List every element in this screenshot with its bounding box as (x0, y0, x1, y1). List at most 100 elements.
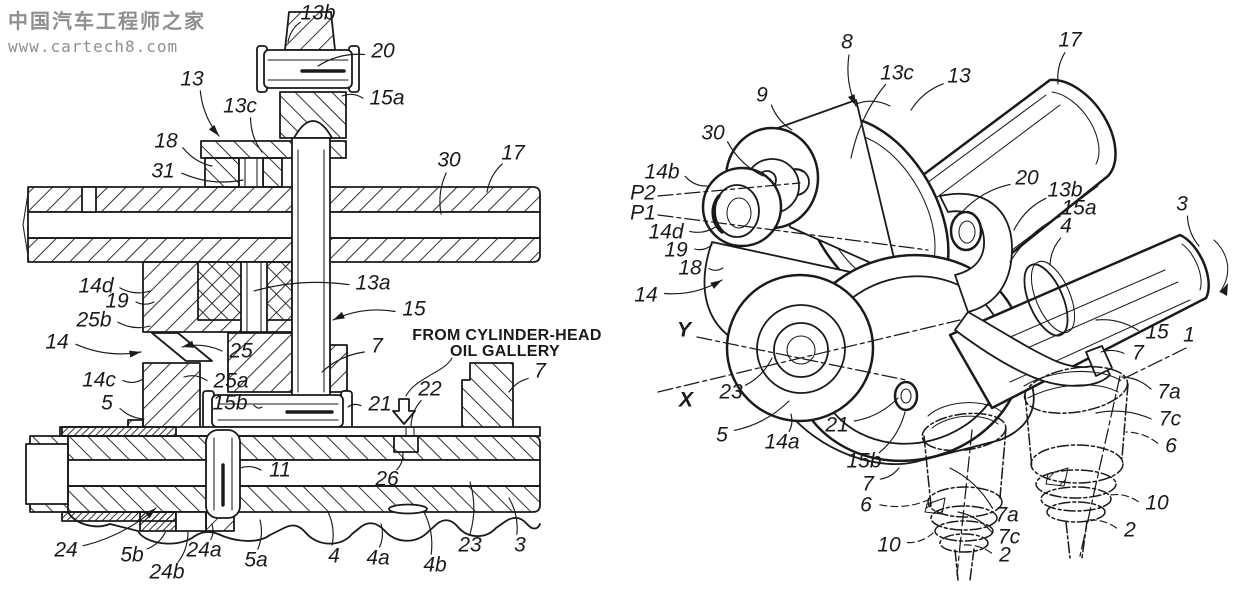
svg-text:31: 31 (151, 160, 174, 183)
part-label-14a: 14a (764, 413, 800, 454)
svg-text:14: 14 (45, 331, 68, 354)
part-label-7: 7 (321, 335, 384, 373)
svg-text:7: 7 (862, 473, 875, 496)
part-label-24a: 24a (185, 523, 222, 562)
part-label-17: 17 (1057, 29, 1083, 85)
part-label-14d: 14d (648, 221, 718, 244)
part-label-8: 8 (841, 31, 857, 107)
svg-text:7c: 7c (1159, 408, 1182, 431)
part-label-21: 21 (824, 397, 899, 437)
svg-text:17: 17 (1058, 29, 1083, 52)
svg-text:24: 24 (53, 539, 77, 562)
svg-text:6: 6 (860, 494, 872, 517)
rocker-shaft-section (22, 186, 541, 263)
part-label-13c: 13c (850, 62, 914, 159)
svg-text:15: 15 (1145, 321, 1169, 344)
part-label-P1: P1 (630, 202, 656, 225)
svg-text:13b: 13b (300, 2, 335, 25)
part-label-4: 4 (1049, 215, 1072, 266)
part-label-23: 23 (457, 481, 482, 557)
part-label-30: 30 (437, 149, 461, 215)
part-label-23: 23 (718, 357, 773, 404)
part-label-24: 24 (53, 507, 157, 562)
part-label-15: 15 (1095, 319, 1169, 344)
svg-text:6: 6 (1165, 435, 1177, 458)
svg-text:10: 10 (877, 534, 901, 557)
part-label-14d: 14d (78, 275, 151, 298)
part-label-7a: 7a (949, 467, 1019, 527)
svg-text:25: 25 (228, 340, 253, 363)
svg-text:17: 17 (501, 142, 526, 165)
svg-text:22: 22 (417, 378, 442, 401)
svg-text:10: 10 (1145, 492, 1169, 515)
part-label-13: 13 (180, 68, 220, 137)
svg-text:X: X (678, 389, 695, 412)
svg-text:7: 7 (371, 335, 384, 358)
svg-text:15b: 15b (212, 392, 247, 415)
part-label-10: 10 (1109, 492, 1169, 515)
watermark-site-url: www.cartech8.com (8, 37, 179, 56)
part-label-13b: 13b (287, 2, 336, 43)
svg-text:4b: 4b (423, 554, 447, 577)
lower-pin-assembly (202, 390, 353, 432)
part-label-25a: 25a (183, 370, 249, 393)
part-label-13b: 13b (1013, 179, 1083, 231)
svg-text:7c: 7c (998, 526, 1021, 549)
svg-text:20: 20 (1014, 167, 1039, 190)
svg-text:14a: 14a (764, 431, 799, 454)
svg-text:13: 13 (947, 65, 971, 88)
svg-text:19: 19 (105, 290, 129, 313)
part-label-14c: 14c (82, 369, 144, 392)
svg-text:4: 4 (328, 545, 340, 568)
svg-text:24b: 24b (148, 561, 184, 584)
part-label-17: 17 (486, 142, 526, 193)
svg-text:13b: 13b (1047, 179, 1082, 202)
part-label-2: 2 (962, 544, 1011, 567)
part-label-15: 15 (332, 298, 426, 321)
part-label-5a: 5a (244, 519, 268, 572)
svg-text:7: 7 (534, 360, 547, 383)
svg-text:24a: 24a (185, 539, 221, 562)
svg-text:7: 7 (1132, 342, 1145, 365)
part-label-13a: 13a (253, 272, 391, 295)
part-label-20: 20 (961, 167, 1039, 213)
svg-text:14d: 14d (648, 221, 684, 244)
svg-text:3: 3 (514, 534, 526, 557)
svg-text:11: 11 (269, 459, 291, 482)
part-label-19: 19 (105, 290, 155, 313)
part-label-2: 2 (1087, 519, 1136, 542)
watermark-site-name: 中国汽车工程师之家 (8, 9, 206, 33)
part-label-5: 5 (716, 400, 790, 447)
svg-text:Y: Y (677, 319, 693, 342)
svg-text:30: 30 (437, 149, 461, 172)
part-label-7c: 7c (1095, 408, 1182, 431)
svg-text:3: 3 (1176, 193, 1188, 216)
part-label-26: 26 (374, 452, 404, 491)
bolt-shank (291, 137, 331, 399)
part-label-15b: 15b (846, 411, 906, 473)
part-label-14: 14 (45, 331, 142, 358)
svg-text:7a: 7a (1157, 381, 1180, 404)
part-label-19: 19 (664, 239, 713, 262)
svg-text:13: 13 (180, 68, 204, 91)
svg-text:21: 21 (824, 414, 848, 437)
part-label-P2: P2 (630, 182, 656, 205)
svg-text:30: 30 (701, 122, 725, 145)
svg-text:14b: 14b (644, 161, 679, 184)
svg-text:26: 26 (374, 468, 399, 491)
svg-text:25a: 25a (212, 370, 248, 393)
part-label-25b: 25b (75, 309, 151, 332)
svg-text:1: 1 (1183, 324, 1195, 347)
figure-left-cross-section: FROM CYLINDER-HEAD OIL GALLERY 13b2015a1… (22, 2, 601, 584)
part-label-7c: 7c (957, 511, 1021, 549)
part-label-31: 31 (151, 160, 244, 183)
camshaft-section (25, 426, 541, 545)
part-label-1: 1 (1183, 324, 1195, 347)
part-label-21: 21 (347, 393, 392, 416)
svg-text:20: 20 (370, 40, 395, 63)
part-label-11: 11 (239, 459, 291, 482)
